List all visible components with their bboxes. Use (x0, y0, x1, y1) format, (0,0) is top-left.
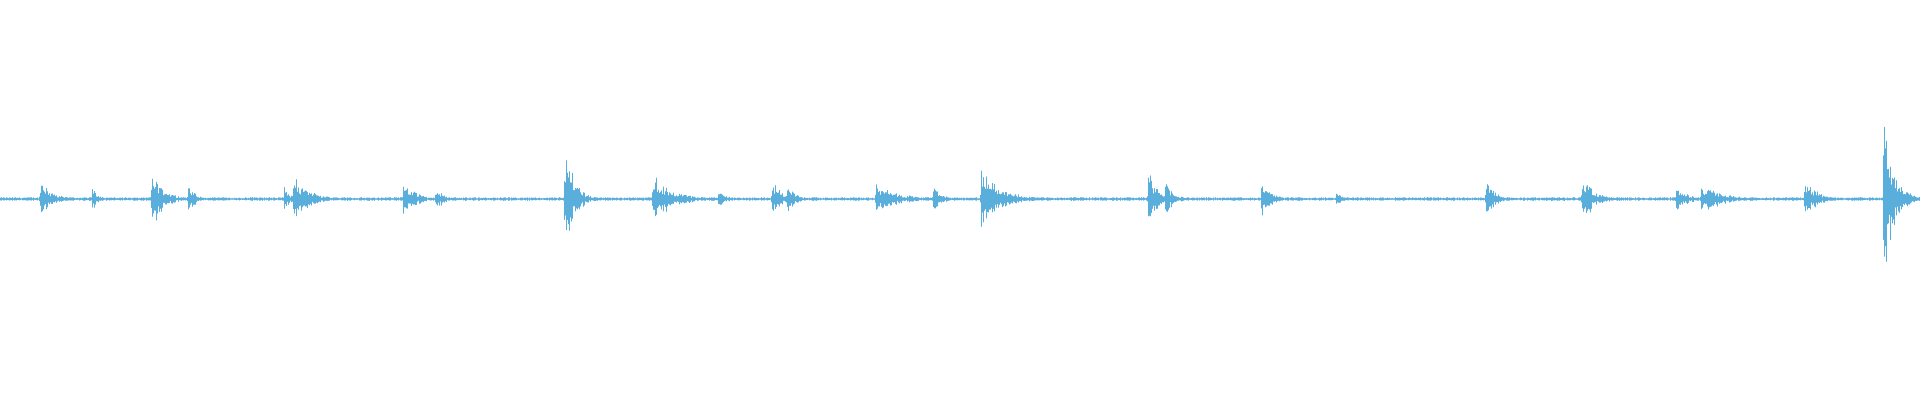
waveform-path (0, 126, 1920, 262)
